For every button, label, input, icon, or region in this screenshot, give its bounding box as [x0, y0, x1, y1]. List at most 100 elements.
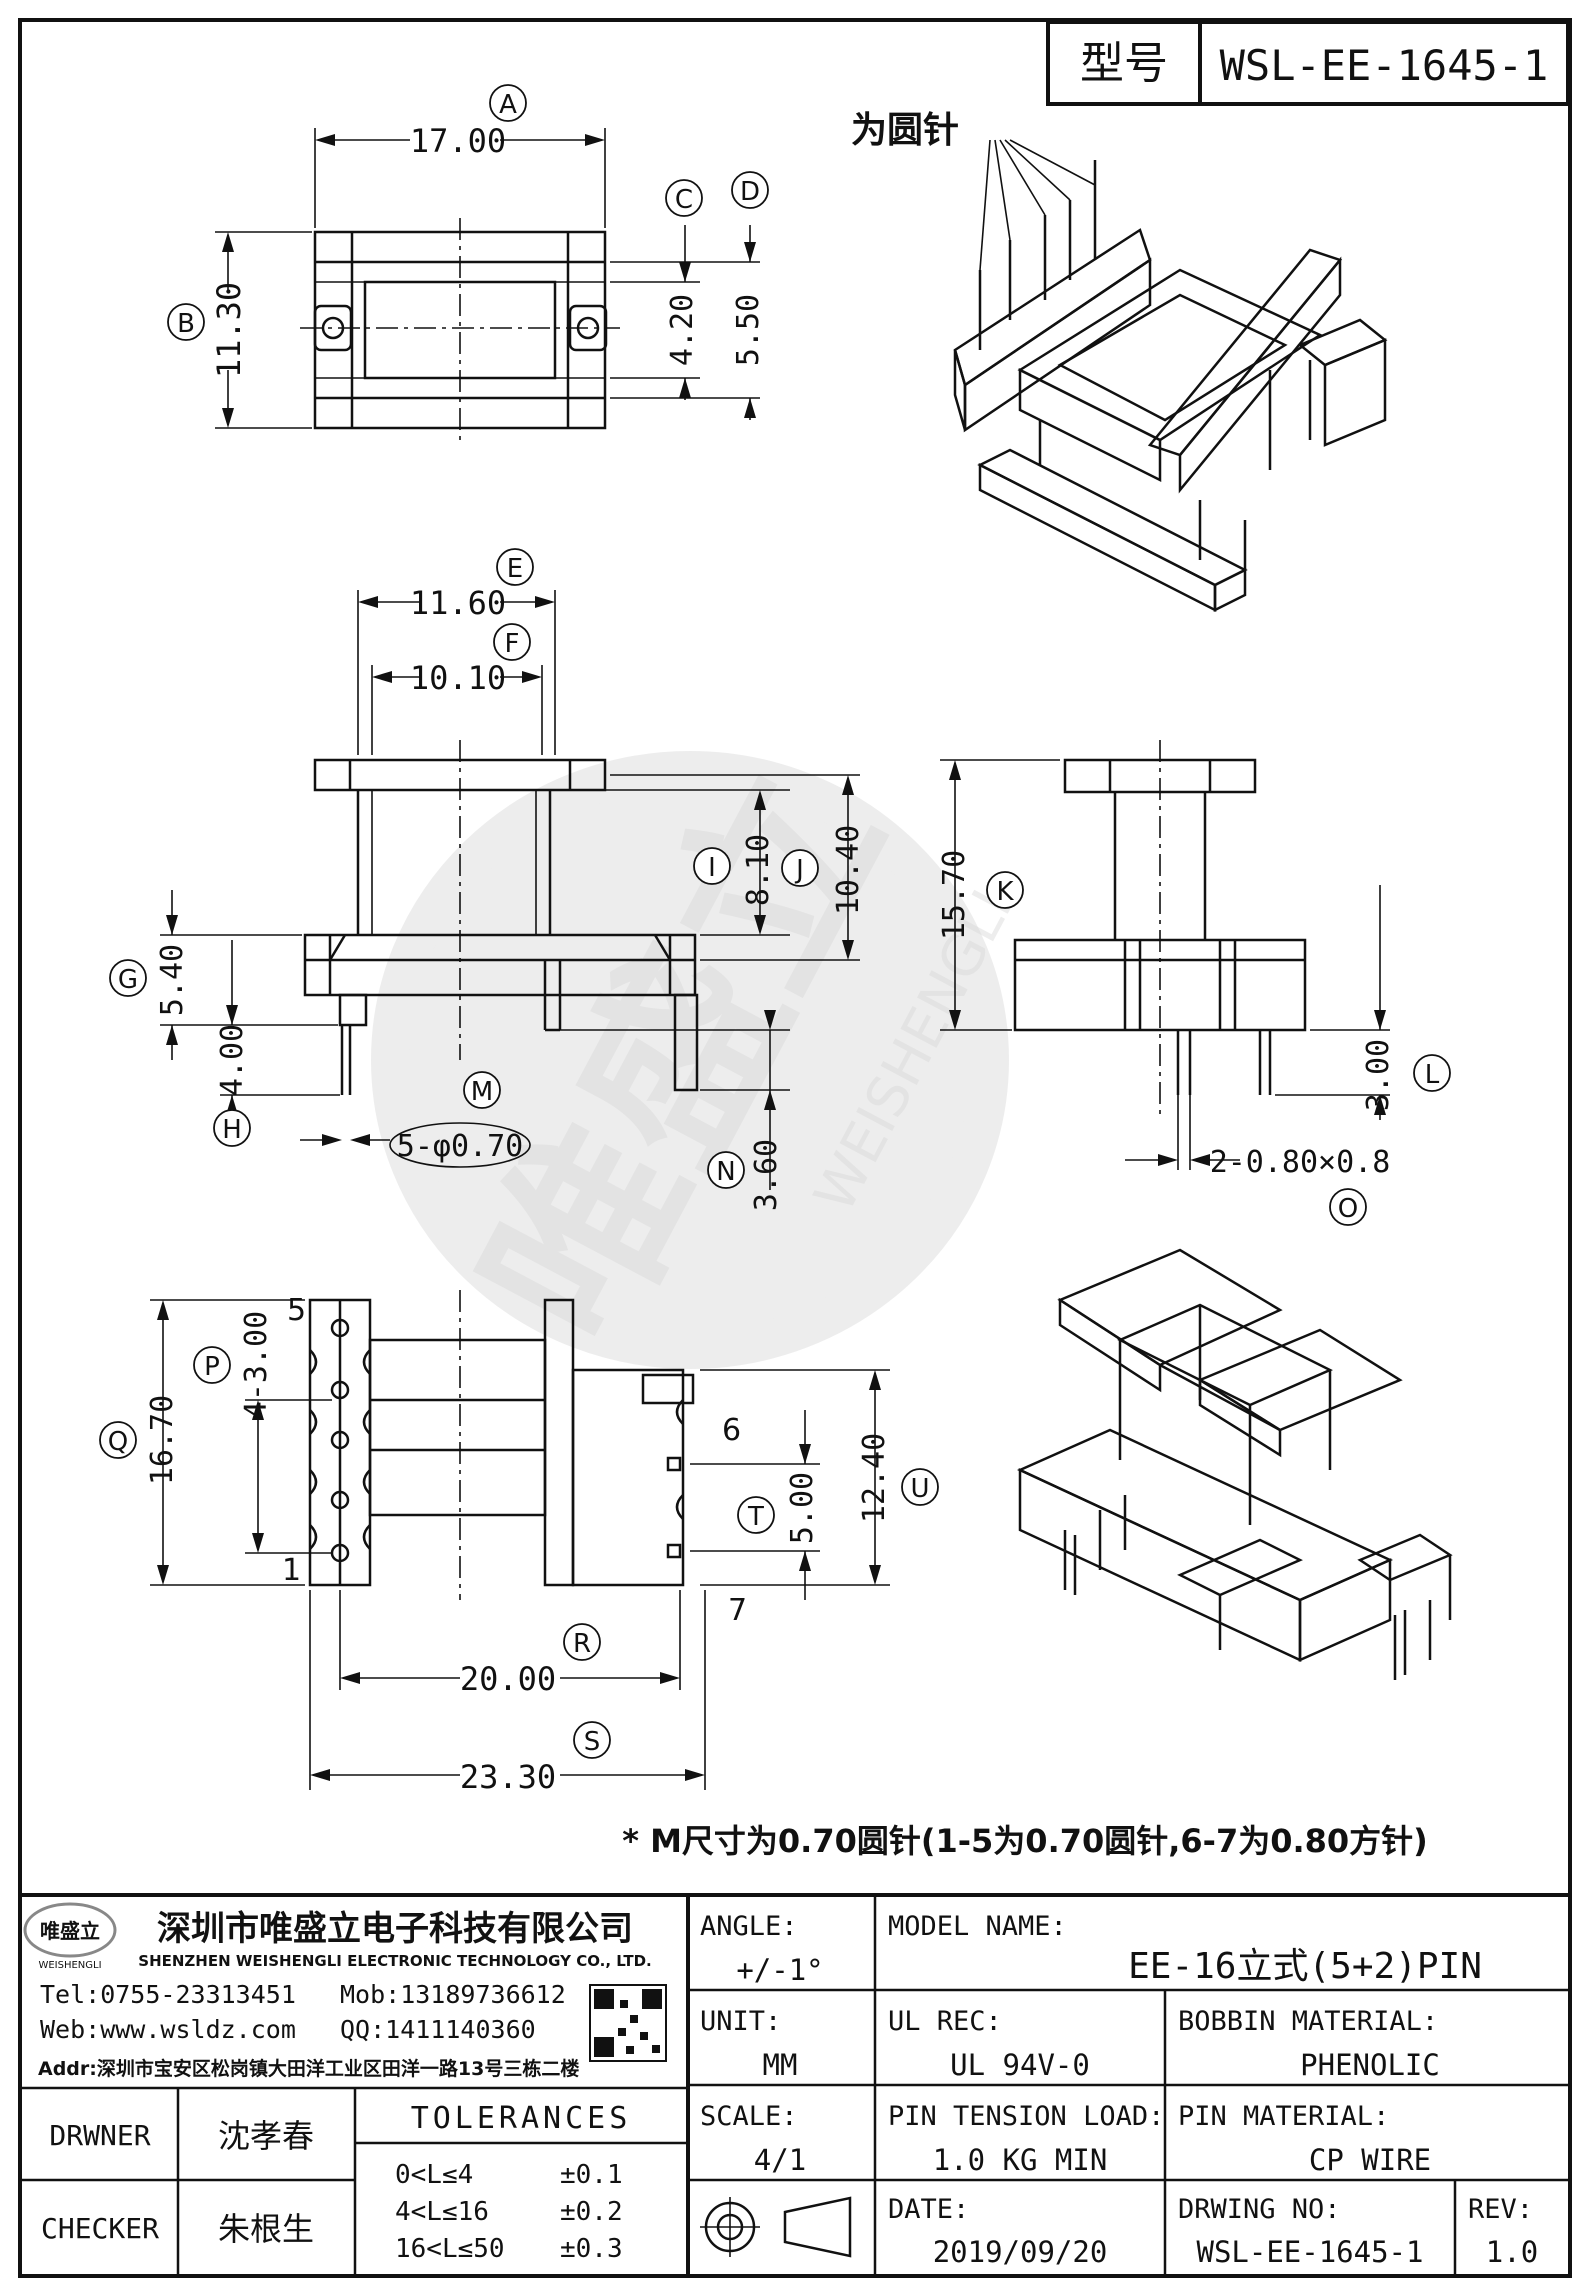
title-box-label: 型号 [1080, 38, 1168, 89]
company-logo: 唯盛立 WEISHENGLI [23, 1902, 117, 1971]
drawner-label: DRWNER [49, 2119, 150, 2152]
dim-l-value: 3.00 [1361, 1039, 1396, 1111]
drawner-value: 沈孝春 [218, 2117, 314, 2155]
dim-s-value: 23.30 [460, 1758, 556, 1796]
pin-5-hole [330, 1318, 350, 1338]
drwno-label: DRWING NO: [1178, 2194, 1341, 2225]
angle-label: ANGLE: [700, 1911, 798, 1942]
pinmat-value: CP WIRE [1309, 2143, 1431, 2177]
dim-i-value: 8.10 [741, 834, 776, 906]
checker-label: CHECKER [41, 2212, 159, 2245]
iso-view-top: 为圆针 [851, 110, 1388, 613]
model-value: EE-16立式(5+2)PIN [1128, 1946, 1482, 1987]
dim-g-letter: G [118, 965, 138, 995]
dim-n-value: 3.60 [749, 1139, 784, 1211]
iso-view-bottom [1016, 1248, 1453, 1680]
dim-p-letter: P [204, 1352, 220, 1382]
dim-a-value: 17.00 [410, 122, 506, 160]
drwno-value: WSL-EE-1645-1 [1197, 2235, 1424, 2269]
dim-m-value: 5-φ0.70 [397, 1129, 523, 1164]
company-name-cn: 深圳市唯盛立电子科技有限公司 [157, 1909, 633, 1949]
pinmat-label: PIN MATERIAL: [1178, 2101, 1389, 2132]
dim-g-value: 5.40 [155, 944, 190, 1016]
tol-val-3: ±0.3 [560, 2234, 623, 2264]
checker-value: 朱根生 [218, 2210, 314, 2248]
dim-m-letter: M [471, 1077, 493, 1107]
dim-c-value: 4.20 [665, 294, 700, 366]
dim-f-value: 10.10 [410, 659, 506, 697]
dim-a-letter: A [499, 90, 517, 120]
dim-s-letter: S [584, 1727, 601, 1757]
tol-val-1: ±0.1 [560, 2160, 623, 2190]
company-addr: Addr:深圳市宝安区松岗镇大田洋工业区田洋一路13号三栋二楼 [38, 2057, 579, 2080]
tol-range-2: 4<L≤16 [395, 2197, 489, 2227]
dim-o-value: 2-0.80×0.8 [1210, 1145, 1391, 1180]
dim-d-value: 5.50 [731, 294, 766, 366]
scale-value: 4/1 [754, 2143, 806, 2177]
qr-code [589, 1984, 667, 2062]
ul-value: UL 94V-0 [950, 2048, 1090, 2082]
dim-u-letter: U [910, 1474, 929, 1504]
logo-cn: 唯盛立 [40, 1919, 100, 1943]
company-mob: Mob:13189736612 [340, 1980, 566, 2009]
dim-o-letter: O [1338, 1194, 1358, 1224]
date-label: DATE: [888, 2194, 969, 2225]
logo-en: WEISHENGLI [38, 1960, 101, 1971]
projection-symbol [700, 2196, 852, 2258]
rev-value: 1.0 [1486, 2235, 1538, 2269]
bottom-view: 5 1 6 7 4-3.00 P 16.70 Q 5.00 T [99, 1290, 939, 1796]
date-value: 2019/09/20 [933, 2235, 1108, 2269]
dim-e-letter: E [507, 554, 523, 584]
dim-i-letter: I [708, 853, 716, 883]
bobbin-label: BOBBIN MATERIAL: [1178, 2006, 1438, 2037]
front-view: 11.60 E 10.10 F 5.40 G 4.00 H [109, 548, 866, 1211]
dim-u-value: 12.40 [857, 1433, 892, 1523]
dim-n-letter: N [716, 1157, 735, 1187]
dim-q-letter: Q [108, 1427, 128, 1457]
dim-q-value: 16.70 [145, 1395, 180, 1485]
pin-number-5: 5 [287, 1293, 306, 1328]
iso-note: 为圆针 [851, 110, 959, 151]
company-web: Web:www.wsldz.com [40, 2015, 296, 2044]
dim-r-value: 20.00 [460, 1660, 556, 1698]
unit-value: MM [763, 2048, 798, 2082]
top-view: 17.00 A 11.30 B 4.20 C 5.50 D [167, 84, 769, 440]
dim-c-letter: C [675, 185, 693, 215]
pin-number-6: 6 [722, 1413, 741, 1448]
dim-j-letter: J [794, 855, 804, 885]
dim-k-value: 15.70 [937, 850, 972, 940]
dim-b-value: 11.30 [210, 282, 248, 378]
title-box: 型号 WSL-EE-1645-1 [1046, 20, 1570, 106]
dim-p-value: 4-3.00 [239, 1311, 274, 1419]
dim-d-letter: D [740, 177, 760, 207]
tension-value: 1.0 KG MIN [933, 2143, 1108, 2177]
pin-note: * M尺寸为0.70圆针(1-5为0.70圆针,6-7为0.80方针) [622, 1822, 1428, 1860]
title-box-code: WSL-EE-1645-1 [1220, 41, 1549, 90]
dim-l-letter: L [1425, 1060, 1440, 1090]
dim-b-letter: B [177, 309, 195, 339]
company-name-en: SHENZHEN WEISHENGLI ELECTRONIC TECHNOLOG… [138, 1952, 651, 1970]
angle-value: +/-1° [736, 1953, 823, 1987]
tol-range-3: 16<L≤50 [395, 2234, 505, 2264]
scale-label: SCALE: [700, 2101, 798, 2132]
dim-k-letter: K [996, 877, 1014, 907]
pin-number-7: 7 [728, 1593, 747, 1628]
unit-label: UNIT: [700, 2006, 781, 2037]
dim-f-letter: F [505, 629, 520, 659]
dim-r-letter: R [573, 1629, 591, 1659]
company-qq: QQ:1411140360 [340, 2015, 536, 2044]
sheet-border [18, 18, 1572, 2278]
watermark: 唯盛立 WEISHENGLI [371, 736, 1025, 1376]
pin-number-1: 1 [282, 1553, 301, 1588]
company-tel: Tel:0755-23313451 [40, 1980, 296, 2009]
tol-val-2: ±0.2 [560, 2197, 623, 2227]
model-label: MODEL NAME: [888, 1911, 1067, 1942]
rev-label: REV: [1468, 2194, 1533, 2225]
dim-t-value: 5.00 [785, 1472, 820, 1544]
tol-range-1: 0<L≤4 [395, 2160, 473, 2190]
dim-t-letter: T [747, 1502, 764, 1532]
ul-label: UL REC: [888, 2006, 1002, 2037]
title-block: 唯盛立 WEISHENGLI 深圳市唯盛立电子科技有限公司 SHENZHEN W… [22, 1893, 1568, 2274]
bobbin-value: PHENOLIC [1300, 2048, 1440, 2082]
